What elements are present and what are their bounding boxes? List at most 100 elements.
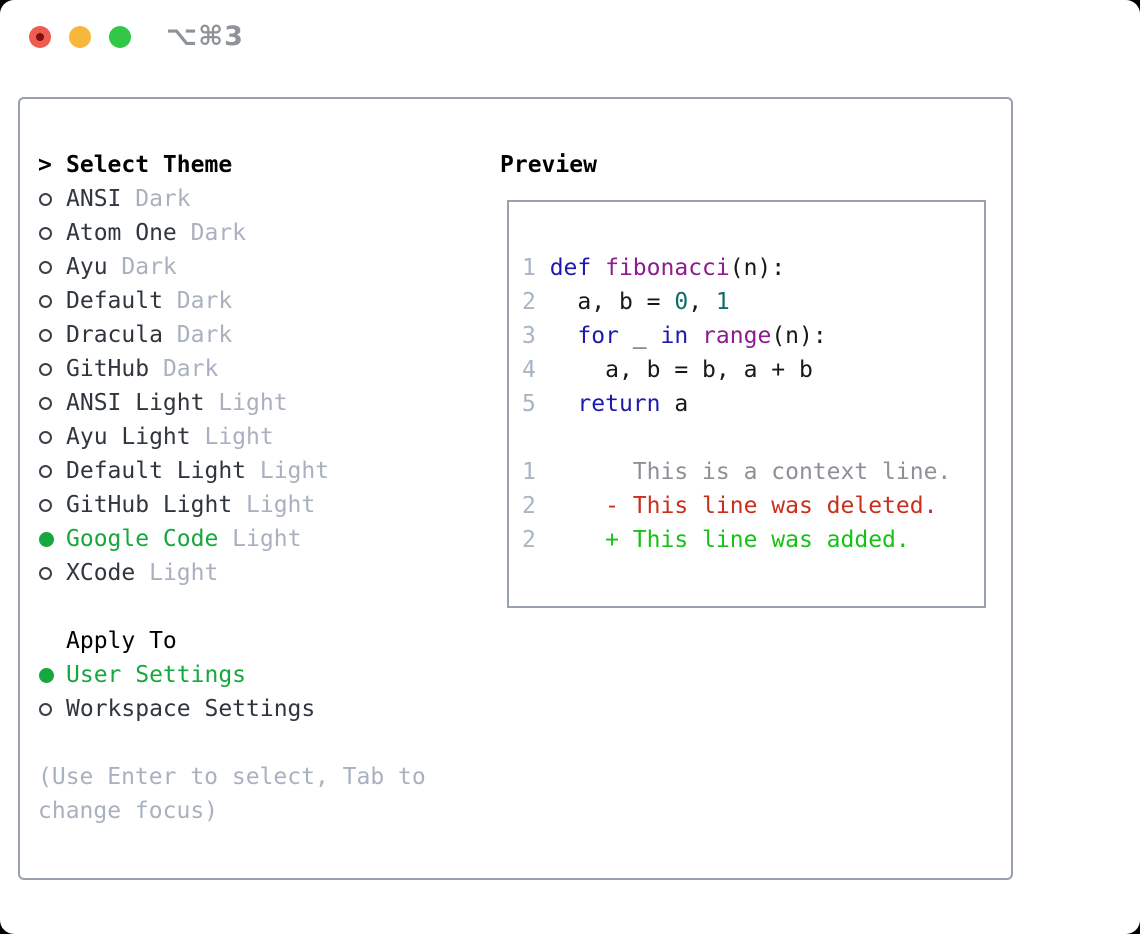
item-variant-label: Dark [149, 356, 219, 382]
theme-item[interactable]: GitHub Light Light [38, 488, 468, 522]
code-segment: (n): [729, 255, 786, 281]
theme-item[interactable]: ANSI Light Light [38, 386, 468, 420]
theme-item[interactable]: Atom One Dark [38, 216, 468, 250]
radio-icon [38, 192, 66, 206]
code-segment: return [577, 391, 661, 417]
theme-item[interactable]: Google Code Light [38, 522, 468, 556]
item-label: Default [66, 288, 163, 314]
apply-option[interactable]: Workspace Settings [38, 692, 468, 726]
apply-option[interactable]: User Settings [38, 658, 468, 692]
radio-icon [38, 260, 66, 274]
item-variant-label: Dark [162, 322, 233, 348]
code-line: 3 for _ in range(n): [522, 319, 984, 353]
radio-icon [38, 498, 66, 512]
item-label: Ayu Light [66, 424, 191, 450]
code-segment [591, 255, 605, 281]
theme-list-title: Select Theme [66, 152, 233, 178]
theme-item[interactable]: Ayu Dark [38, 250, 468, 284]
code-segment: a [660, 391, 689, 417]
code-segment: (n): [771, 323, 827, 349]
apply-to-title: Apply To [66, 628, 177, 654]
radio-icon [38, 396, 66, 410]
item-variant-label: Light [135, 560, 219, 586]
line-number: 1 [522, 459, 550, 485]
radio-icon [38, 430, 66, 444]
radio-icon [38, 464, 66, 478]
theme-list-header: > Select Theme [38, 148, 468, 182]
item-variant-label: Dark [176, 220, 247, 246]
theme-item[interactable]: Dracula Dark [38, 318, 468, 352]
line-number [522, 425, 550, 451]
item-label: ANSI Light [66, 390, 205, 416]
keyboard-hint-text: (Use Enter to select, Tab to change focu… [38, 764, 426, 824]
code-line: 4 a, b = b, a + b [522, 353, 984, 387]
code-segment: This is a context line. [549, 459, 952, 485]
radio-icon [38, 362, 66, 376]
item-variant-label: Dark [121, 186, 191, 212]
item-label: Atom One [66, 220, 177, 246]
titlebar: ⌥⌘3 [0, 0, 1140, 74]
code-segment: fibonacci [605, 255, 730, 281]
code-segment: 1 [715, 289, 730, 315]
code-line: 1 def fibonacci(n): [522, 251, 984, 285]
radio-selected-icon [38, 667, 66, 683]
preview-title: Preview [500, 152, 597, 178]
code-segment [550, 323, 578, 349]
close-dot-icon [36, 33, 44, 41]
theme-item[interactable]: Ayu Light Light [38, 420, 468, 454]
line-number: 4 [522, 357, 550, 383]
item-variant-label: Light [218, 526, 302, 552]
item-label: Ayu [66, 254, 108, 280]
code-segment: in [660, 323, 689, 349]
spacer [38, 590, 468, 624]
item-variant-label: Dark [162, 288, 233, 314]
minimize-button[interactable] [69, 26, 91, 48]
radio-icon [38, 328, 66, 342]
item-label: Default Light [66, 458, 247, 484]
apply-to-header: Apply To [38, 624, 468, 658]
theme-item[interactable]: Default Dark [38, 284, 468, 318]
code-line: 2 a, b = 0, 1 [522, 285, 984, 319]
code-line: 5 return a [522, 387, 984, 421]
item-label: GitHub [66, 356, 150, 382]
item-variant-label: Light [232, 492, 316, 518]
code-segment [688, 323, 702, 349]
theme-item[interactable]: ANSI Dark [38, 182, 468, 216]
item-variant-label: Light [204, 390, 288, 416]
code-segment: def [549, 255, 592, 281]
theme-item[interactable]: Default Light Light [38, 454, 468, 488]
zoom-button[interactable] [109, 26, 131, 48]
code-segment: - This line was deleted. [549, 493, 938, 519]
radio-icon [38, 226, 66, 240]
code-segment: 0 [674, 289, 689, 315]
code-segment: a, b = [549, 289, 675, 315]
line-number: 3 [522, 323, 550, 349]
item-variant-label: Dark [107, 254, 177, 280]
spacer [38, 726, 468, 760]
code-segment: , [688, 289, 716, 315]
line-number: 2 [522, 289, 550, 315]
code-segment: + This line was added. [549, 527, 910, 553]
item-label: GitHub Light [66, 492, 233, 518]
keyboard-shortcut-label: ⌥⌘3 [166, 21, 244, 52]
code-segment: a, b = b, a + b [549, 357, 813, 383]
line-number: 5 [522, 391, 550, 417]
code-line [522, 421, 984, 455]
theme-item[interactable]: XCode Light [38, 556, 468, 590]
line-number: 2 [522, 527, 550, 553]
theme-item[interactable]: GitHub Dark [38, 352, 468, 386]
close-button[interactable] [29, 26, 51, 48]
code-segment [550, 391, 578, 417]
line-number: 1 [522, 255, 550, 281]
radio-icon [38, 566, 66, 580]
item-label: XCode [66, 560, 136, 586]
code-line: 2 - This line was deleted. [522, 489, 984, 523]
item-label: Workspace Settings [66, 696, 316, 722]
item-label: Dracula [66, 322, 163, 348]
